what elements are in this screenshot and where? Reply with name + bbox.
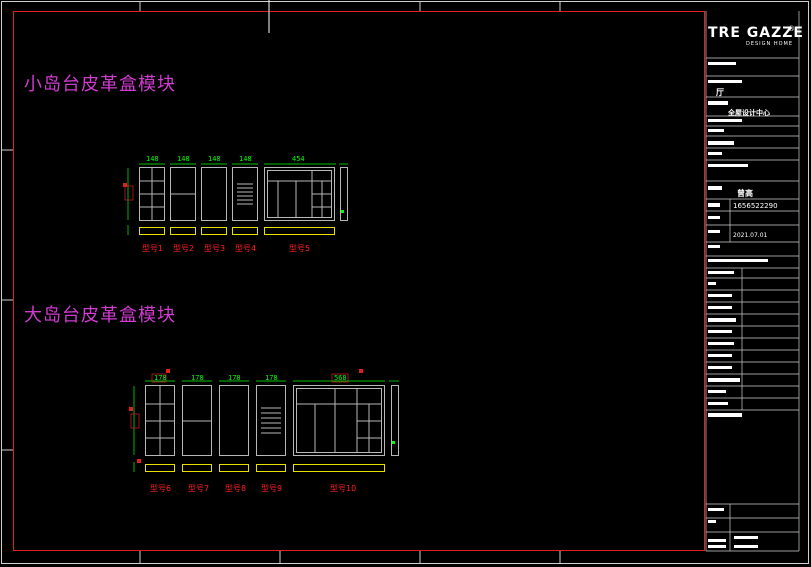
- small-label-2: 型号2: [173, 244, 195, 253]
- large-module-heading: 大岛台皮革盒模块: [24, 305, 176, 326]
- contact-number: 1656522290: [733, 202, 778, 210]
- center-field: 全屋设计中心: [728, 109, 770, 117]
- small-label-5: 型号5: [289, 244, 311, 253]
- space-field: 厅: [716, 88, 724, 97]
- brand-logo: TRE GAZZE: [708, 25, 804, 41]
- designer-name: 曾高: [737, 189, 753, 198]
- small-dim-1: 148: [146, 155, 159, 163]
- large-dim-3: 178: [228, 374, 241, 382]
- title-block-fields: [708, 62, 768, 548]
- frame-ticks: [1, 1, 561, 564]
- large-dim-5: 568: [334, 374, 347, 382]
- large-label-3: 型号8: [225, 484, 247, 493]
- large-module-drawing: [129, 369, 399, 472]
- large-label-2: 型号7: [188, 484, 210, 493]
- small-dim-4: 148: [239, 155, 252, 163]
- title-block: [705, 11, 800, 552]
- small-label-3: 型号3: [204, 244, 226, 253]
- large-dim-1: 178: [154, 374, 167, 382]
- drawing-border: [13, 11, 705, 551]
- brand-logo-mark: ®: [788, 25, 795, 33]
- small-module-heading: 小岛台皮革盒模块: [24, 74, 176, 95]
- small-dim-2: 148: [177, 155, 190, 163]
- large-dim-2: 178: [191, 374, 204, 382]
- brand-logo-subtitle: DESIGN HOME: [746, 41, 794, 47]
- small-dim-5: 454: [292, 155, 305, 163]
- large-label-5: 型号10: [330, 484, 357, 493]
- small-dim-3: 148: [208, 155, 221, 163]
- large-label-1: 型号6: [150, 484, 172, 493]
- small-label-4: 型号4: [235, 244, 257, 253]
- small-module-drawing: [123, 163, 348, 235]
- drawing-date: 2021.07.01: [733, 232, 768, 239]
- small-label-1: 型号1: [142, 244, 164, 253]
- large-dim-4: 178: [265, 374, 278, 382]
- large-label-4: 型号9: [261, 484, 283, 493]
